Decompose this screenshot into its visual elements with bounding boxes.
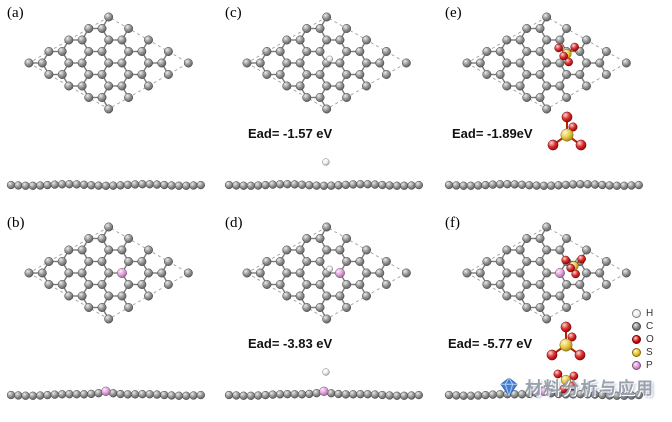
panel-label: (c) — [225, 5, 242, 21]
p-doped-graphene-side-view — [6, 386, 205, 400]
legend-label-o: O — [646, 333, 654, 345]
panel-a: (a) — [4, 5, 214, 211]
graphene-sulfate-side-view — [444, 180, 643, 190]
h-atom-swatch — [632, 308, 641, 318]
adsorption-energy-text: Ead= -5.77 eV — [448, 335, 533, 351]
sulfate-molecule — [546, 321, 586, 361]
legend-item-s: S — [632, 346, 654, 358]
legend-item-p: P — [632, 359, 654, 371]
p-doped-graphene-top-view — [24, 222, 193, 324]
ead-row: Ead= -5.77 eV — [448, 317, 592, 369]
panel-b: (b) — [4, 215, 214, 421]
panel-f: (f) Ead= -5.77 eV — [442, 215, 652, 421]
p-doped-graphene-sulfate-top-view — [462, 222, 631, 324]
panel-label: (a) — [7, 5, 24, 21]
adsorption-energy-text: Ead= -3.83 eV — [248, 335, 333, 351]
p-doped-graphene-sulfate-side-view — [444, 369, 643, 400]
graphene-h-side-view — [224, 158, 423, 190]
watermark-text: 材料分析与应用 — [525, 379, 655, 398]
c-atom-swatch — [632, 321, 641, 331]
p-doped-graphene-h-side-view — [224, 368, 423, 400]
legend-label-c: C — [646, 320, 654, 332]
legend-label-p: P — [646, 359, 653, 371]
s-atom-swatch — [632, 347, 641, 357]
carbon-atoms — [242, 222, 411, 324]
panel-label: (e) — [445, 5, 462, 21]
panel-e: (e) Ead= -1.89eV — [442, 5, 652, 211]
o-atom-swatch — [632, 334, 641, 344]
adsorption-energy-text: Ead= -1.57 eV — [248, 125, 333, 141]
graphene-sulfate-top-view — [462, 12, 631, 114]
sulfate-molecule — [547, 111, 586, 151]
panel-c: (c) Ead= -1.57 eV — [222, 5, 432, 211]
carbon-atoms — [24, 12, 193, 114]
watermark: 材料分析与应用 — [498, 374, 655, 399]
atom-color-legend: H C O S P — [632, 307, 654, 371]
adsorption-energy-text: Ead= -1.89eV — [452, 125, 533, 141]
sulfate-cluster — [553, 369, 579, 394]
ead-row: Ead= -1.89eV — [452, 107, 593, 159]
legend-item-o: O — [632, 333, 654, 345]
legend-item-c: C — [632, 320, 654, 332]
panel-d: (d) Ead= -3.83 eV — [222, 215, 432, 421]
ead-row: Ead= -3.83 eV — [248, 317, 332, 369]
carbon-atoms — [462, 12, 631, 114]
watermark-logo-icon — [500, 376, 518, 397]
carbon-atoms — [24, 222, 193, 324]
graphene-h-top-view — [242, 12, 411, 114]
p-atom-swatch — [632, 360, 641, 370]
graphene-top-view — [24, 12, 193, 114]
carbon-atoms — [242, 12, 411, 114]
panel-label: (f) — [445, 215, 460, 231]
carbon-atoms — [462, 222, 631, 324]
ead-row: Ead= -1.57 eV — [248, 107, 332, 159]
sulfate-cluster — [561, 254, 586, 279]
panel-label: (b) — [7, 215, 25, 231]
graphene-side-view — [6, 180, 205, 190]
sulfate-cluster — [554, 42, 579, 67]
p-doped-graphene-h-top-view — [242, 222, 411, 324]
panel-label: (d) — [225, 215, 243, 231]
legend-item-h: H — [632, 307, 654, 319]
legend-label-h: H — [646, 307, 654, 319]
legend-label-s: S — [646, 346, 653, 358]
